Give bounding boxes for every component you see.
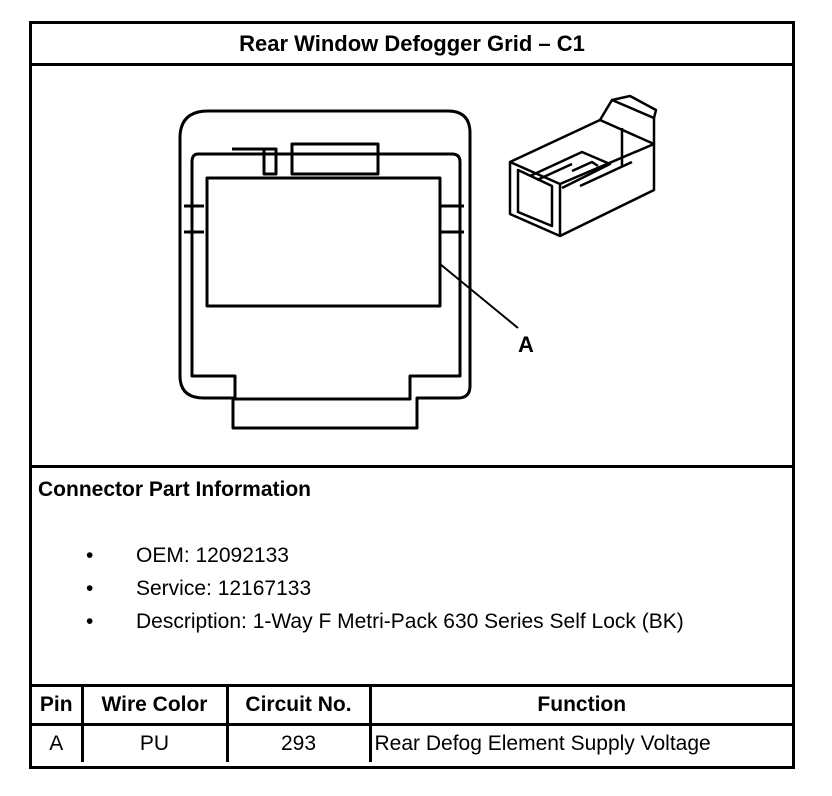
- table-row: A PU 293 Rear Defog Element Supply Volta…: [32, 723, 792, 762]
- connector-iso-view: [508, 94, 658, 238]
- callout-label: A: [518, 332, 534, 357]
- connector-face-diagram: [178, 94, 658, 430]
- table-header-row: Pin Wire Color Circuit No. Function: [32, 687, 792, 726]
- callout-leader: [439, 263, 519, 329]
- list-item: •OEM: 12092133: [86, 544, 289, 567]
- info-heading: Connector Part Information: [38, 478, 312, 501]
- lock-tab: [290, 142, 380, 176]
- bullet-icon: •: [86, 610, 94, 633]
- cell-circuit-no: 293: [225, 723, 372, 762]
- page-title: Rear Window Defogger Grid – C1: [32, 24, 792, 66]
- header-pin: Pin: [32, 687, 84, 726]
- cell-wire-color: PU: [80, 723, 229, 762]
- list-item: •Description: 1-Way F Metri-Pack 630 Ser…: [86, 610, 684, 633]
- lock-tab-left: [262, 147, 278, 176]
- cell-function: Rear Defog Element Supply Voltage: [368, 723, 792, 762]
- connector-sheet: Rear Window Defogger Grid – C1: [29, 21, 795, 769]
- header-function: Function: [368, 687, 792, 726]
- bullet-icon: •: [86, 577, 94, 600]
- header-circuit-no: Circuit No.: [225, 687, 372, 726]
- connector-part-info: Connector Part Information •OEM: 1209213…: [32, 468, 792, 687]
- housing-inner-outline: [190, 152, 462, 401]
- terminal-cavity: [205, 176, 442, 308]
- header-wire-color: Wire Color: [80, 687, 229, 726]
- cell-pin: A: [32, 723, 84, 762]
- list-item: •Service: 12167133: [86, 577, 312, 600]
- connector-drawing: A: [32, 66, 792, 468]
- housing-outline: [178, 109, 472, 430]
- info-list: •OEM: 12092133 •Service: 12167133 •Descr…: [32, 544, 684, 643]
- bullet-icon: •: [86, 544, 94, 567]
- pin-table: Pin Wire Color Circuit No. Function A PU…: [32, 687, 792, 762]
